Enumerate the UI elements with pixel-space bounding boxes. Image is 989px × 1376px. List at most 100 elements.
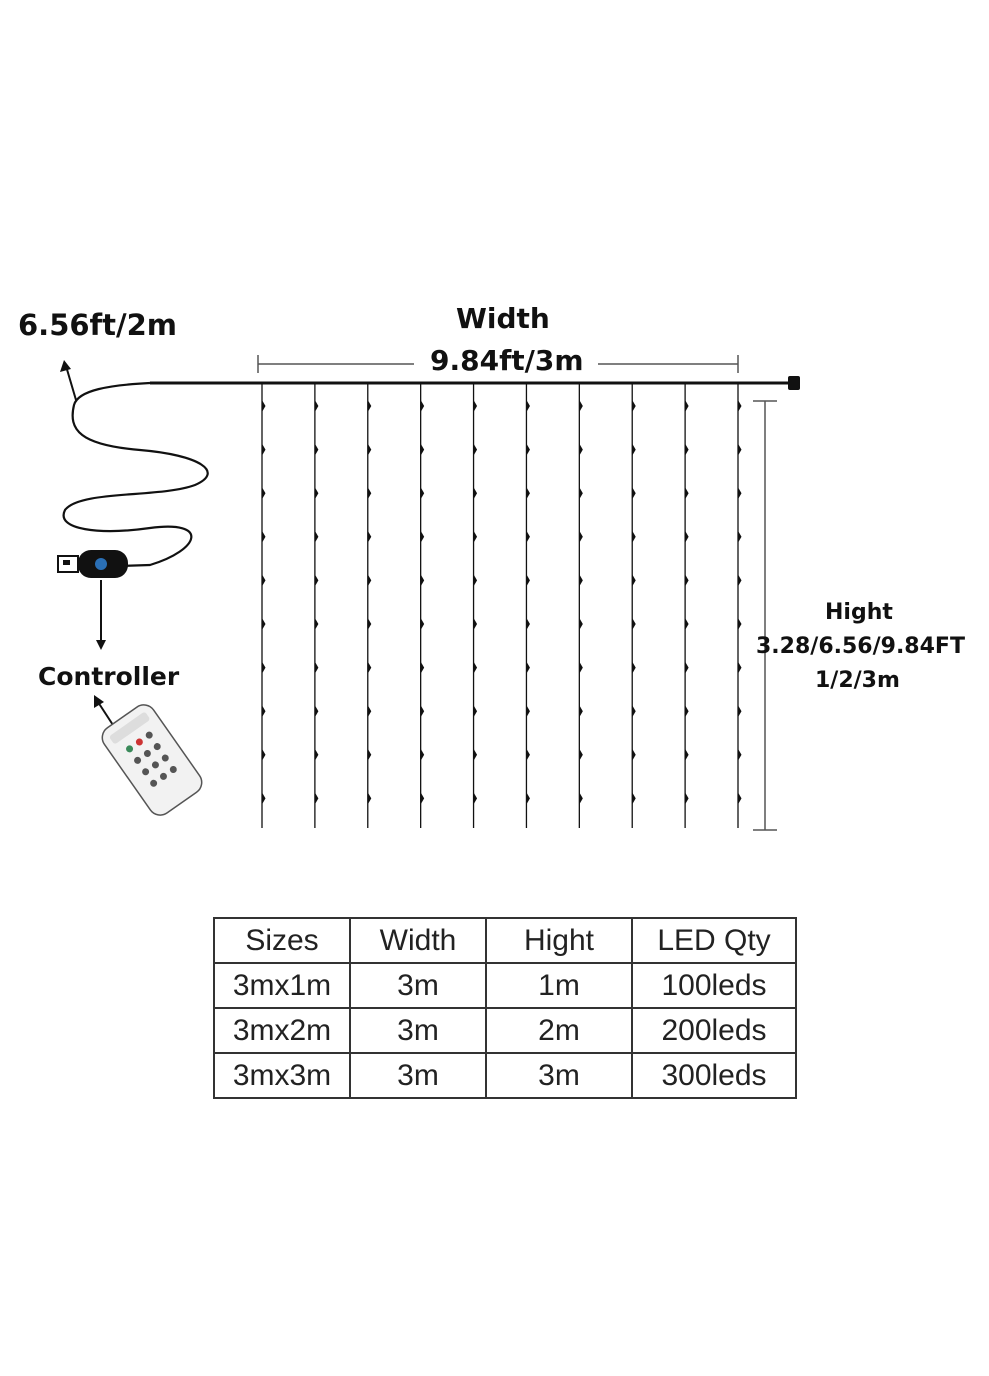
led-bead bbox=[367, 792, 372, 805]
cable-length-arrow bbox=[60, 360, 77, 401]
led-bead bbox=[473, 661, 478, 674]
led-bead bbox=[420, 487, 425, 500]
table-header-cell: Sizes bbox=[213, 917, 351, 964]
led-bead bbox=[420, 792, 425, 805]
led-bead bbox=[314, 443, 319, 456]
led-bead bbox=[526, 530, 530, 543]
led-bead bbox=[473, 792, 478, 805]
led-bead bbox=[526, 618, 530, 630]
table-row: 3mx1m 3m 1m 100leds bbox=[213, 962, 797, 1009]
led-bead bbox=[632, 705, 636, 718]
led-bead bbox=[367, 400, 372, 412]
end-connector bbox=[788, 376, 800, 390]
led-bead bbox=[632, 443, 636, 456]
led-bead bbox=[632, 792, 636, 805]
led-bead bbox=[579, 443, 583, 456]
led-bead bbox=[738, 748, 742, 761]
led-bead bbox=[367, 574, 372, 587]
led-bead bbox=[262, 530, 266, 543]
led-bead bbox=[685, 618, 689, 630]
led-bead bbox=[473, 618, 478, 630]
led-bead bbox=[420, 705, 425, 718]
table-cell: 3m bbox=[349, 1007, 487, 1054]
led-bead bbox=[632, 748, 636, 761]
led-bead bbox=[367, 487, 372, 500]
size-spec-table: Sizes Width Hight LED Qty 3mx1m 3m 1m 10… bbox=[213, 917, 797, 1099]
led-bead bbox=[685, 705, 689, 718]
led-bead bbox=[262, 792, 266, 805]
led-bead bbox=[314, 748, 319, 761]
led-bead bbox=[685, 487, 689, 500]
led-bead bbox=[526, 443, 530, 456]
led-bead bbox=[685, 792, 689, 805]
led-bead bbox=[367, 748, 372, 761]
width-value: 9.84ft/3m bbox=[430, 344, 584, 377]
led-bead bbox=[262, 618, 266, 630]
led-bead bbox=[314, 574, 319, 587]
table-header-cell: LED Qty bbox=[631, 917, 797, 964]
led-bead bbox=[262, 487, 266, 500]
table-cell: 200leds bbox=[631, 1007, 797, 1054]
led-bead bbox=[738, 792, 742, 805]
led-bead bbox=[738, 661, 742, 674]
led-bead bbox=[314, 400, 319, 412]
led-bead bbox=[314, 618, 319, 630]
led-bead bbox=[632, 530, 636, 543]
led-bead bbox=[262, 400, 266, 412]
led-bead bbox=[738, 400, 742, 412]
table-cell: 100leds bbox=[631, 962, 797, 1009]
table-cell: 3mx3m bbox=[213, 1052, 351, 1099]
led-bead bbox=[420, 530, 425, 543]
led-bead bbox=[632, 574, 636, 587]
power-cable bbox=[62, 381, 209, 568]
height-value-ft: 3.28/6.56/9.84FT bbox=[756, 634, 965, 659]
curtain-light-diagram bbox=[57, 355, 800, 831]
width-dimension-line bbox=[257, 355, 739, 373]
led-bead bbox=[314, 792, 319, 805]
led-bead bbox=[579, 487, 583, 500]
table-header-cell: Width bbox=[349, 917, 487, 964]
table-header-cell: Hight bbox=[485, 917, 633, 964]
led-bead bbox=[473, 443, 478, 456]
led-bead bbox=[420, 443, 425, 456]
led-bead bbox=[262, 574, 266, 587]
table-cell: 3mx2m bbox=[213, 1007, 351, 1054]
table-cell: 3m bbox=[485, 1052, 633, 1099]
remote-control-icon bbox=[101, 704, 203, 816]
led-bead bbox=[685, 443, 689, 456]
cable-length-label: 6.56ft/2m bbox=[18, 308, 178, 342]
led-bead bbox=[262, 443, 266, 456]
led-bead bbox=[685, 400, 689, 412]
table-cell: 1m bbox=[485, 962, 633, 1009]
led-bead bbox=[579, 400, 583, 412]
led-bead bbox=[367, 618, 372, 630]
led-bead bbox=[262, 748, 266, 761]
led-bead bbox=[262, 661, 266, 674]
led-bead bbox=[420, 574, 425, 587]
table-row: 3mx3m 3m 3m 300leds bbox=[213, 1052, 797, 1099]
led-bead bbox=[526, 792, 530, 805]
led-bead bbox=[473, 487, 478, 500]
led-bead bbox=[367, 661, 372, 674]
led-bead bbox=[579, 748, 583, 761]
table-cell: 3mx1m bbox=[213, 962, 351, 1009]
led-bead bbox=[685, 530, 689, 543]
led-bead bbox=[526, 400, 530, 412]
led-bead bbox=[632, 400, 636, 412]
led-bead bbox=[685, 661, 689, 674]
led-bead bbox=[632, 661, 636, 674]
table-row: 3mx2m 3m 2m 200leds bbox=[213, 1007, 797, 1054]
led-bead bbox=[526, 487, 530, 500]
width-title: Width bbox=[456, 302, 550, 335]
led-bead bbox=[314, 487, 319, 500]
led-bead bbox=[685, 574, 689, 587]
controller-down-arrow bbox=[96, 580, 106, 650]
led-bead bbox=[738, 574, 742, 587]
usb-controller-icon bbox=[57, 550, 128, 578]
led-bead bbox=[367, 705, 372, 718]
led-bead bbox=[314, 705, 319, 718]
led-bead bbox=[473, 400, 478, 412]
led-bead bbox=[738, 618, 742, 630]
led-bead bbox=[314, 530, 319, 543]
led-bead bbox=[420, 748, 425, 761]
